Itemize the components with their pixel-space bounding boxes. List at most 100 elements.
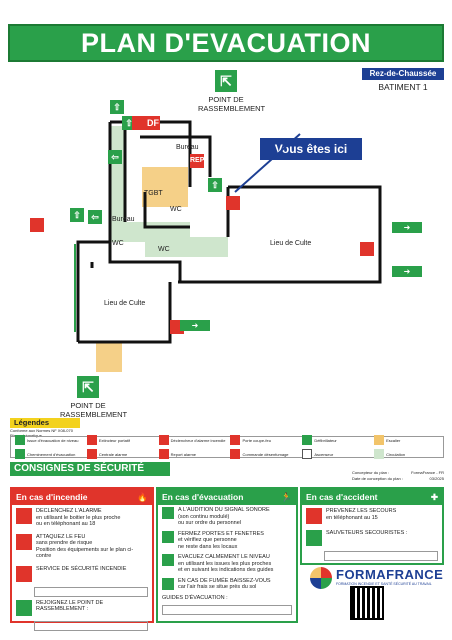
fire-door-icon bbox=[230, 435, 241, 445]
brand: FORMAFRANCE FORMATION INCENDIE ET SANTÉ … bbox=[310, 567, 444, 586]
exit-sign: ⇦ bbox=[88, 210, 102, 224]
instruction-row: SAUVETEURS SECOURISTES : bbox=[302, 527, 442, 549]
assembly-point-top: ⇱ POINT DE RASSEMBLEMENT bbox=[198, 70, 266, 113]
brand-name: FORMAFRANCE bbox=[336, 567, 444, 582]
alarm-icon bbox=[158, 435, 169, 445]
panel-header: En cas d'incendie🔥 bbox=[12, 489, 152, 505]
legend-item: Porte coupe-feu bbox=[230, 435, 298, 445]
legend: Issue d'évacuation de niveau Extincteur … bbox=[10, 435, 444, 459]
assembly-point-bottom: ⇱ POINT DE RASSEMBLEMENT bbox=[60, 376, 128, 419]
legend-item: Commande désenfumage bbox=[230, 449, 298, 459]
rep-sign: REP bbox=[190, 154, 204, 168]
panel-accident: En cas d'accident✚ PREVENEZ LES SECOURS … bbox=[300, 487, 444, 565]
room-label: Lieu de Culte bbox=[104, 300, 146, 307]
legend-item: Extincteur portatif bbox=[86, 435, 155, 445]
exit-sign: ⇧ bbox=[208, 178, 222, 192]
legend-item: Report alarme bbox=[158, 449, 227, 459]
instruction-row: FERMEZ PORTES ET FENETRES et vérifiez qu… bbox=[158, 529, 296, 553]
legend-item: Centrale alarme bbox=[86, 449, 155, 459]
door-icon bbox=[162, 530, 174, 543]
legend-item: Déclencheur d'alarme incendie bbox=[158, 435, 227, 445]
assembly-point-label: POINT DE RASSEMBLEMENT bbox=[198, 95, 266, 113]
room-label: TGBT bbox=[144, 190, 163, 197]
exit-arrow-right: ➜ bbox=[180, 320, 210, 331]
extinguisher-icon bbox=[86, 435, 97, 445]
you-are-here-label: Vous êtes ici bbox=[260, 138, 362, 160]
extinguisher-icon bbox=[226, 196, 240, 210]
exit-arrow-right: ➜ bbox=[392, 266, 422, 277]
circulation-zone bbox=[110, 222, 228, 257]
instruction-row: PREVENEZ LES SECOURS en téléphonant au 1… bbox=[302, 505, 442, 527]
phone-icon bbox=[306, 508, 322, 524]
alarm-icon bbox=[16, 508, 32, 524]
panel-incendie: En cas d'incendie🔥 DECLENCHEZ L'ALARME e… bbox=[10, 487, 154, 631]
assembly-point-icon: ⇱ bbox=[77, 376, 99, 398]
floor-badge: Rez-de-Chaussée bbox=[362, 68, 444, 80]
panel-header: En cas d'accident✚ bbox=[302, 489, 442, 505]
panel-header: En cas d'évacuation🏃 bbox=[158, 489, 296, 505]
room-label: WC bbox=[158, 246, 170, 253]
building-label: BATIMENT 1 bbox=[378, 82, 428, 92]
room-label: Bureau bbox=[112, 216, 135, 223]
stairs-top bbox=[142, 167, 188, 207]
legend-subtitle: Conforme aux Normes NF X08-070 Plan sché… bbox=[10, 428, 73, 438]
assembly-point-icon bbox=[16, 599, 32, 616]
rescuer-icon bbox=[306, 530, 322, 546]
alarm-central-icon bbox=[86, 449, 97, 459]
first-aid-icon: ✚ bbox=[430, 492, 438, 502]
exit-icon bbox=[162, 554, 174, 566]
instruction-row: EN CAS DE FUMÉE BAISSEZ-VOUS car l'air f… bbox=[158, 576, 296, 593]
you-are-here-pointer bbox=[234, 133, 301, 193]
plan-meta: Concepteur du plan :FormaFrance - FR Dat… bbox=[352, 470, 444, 481]
extinguisher-icon bbox=[16, 533, 32, 550]
stairs-bottom bbox=[96, 342, 122, 372]
exit-sign: ⇧ bbox=[110, 100, 124, 114]
meta-row: Date de conception du plan :03/2025 bbox=[352, 475, 444, 481]
formafrance-logo-icon bbox=[310, 567, 332, 589]
write-in-field bbox=[34, 620, 148, 631]
exit-arrow-right: ➜ bbox=[392, 222, 422, 233]
room-label: Lieu de Culte bbox=[270, 240, 312, 247]
legend-item: Cheminement d'évacuation bbox=[15, 449, 83, 459]
legend-item: Ascenseur bbox=[302, 449, 370, 459]
room-label: WC bbox=[170, 206, 182, 213]
qr-code-icon bbox=[350, 586, 384, 620]
smoke-control-icon bbox=[230, 449, 241, 459]
extinguisher-icon bbox=[360, 242, 374, 256]
instruction-row: REJOIGNEZ LE POINT DE RASSEMBLEMENT : bbox=[12, 597, 152, 619]
title-bar: PLAN D'EVACUATION bbox=[8, 24, 444, 62]
elevator-icon bbox=[302, 449, 313, 459]
instruction-row: A L'AUDITION DU SIGNAL SONORE (son conti… bbox=[158, 505, 296, 529]
consignes-title: CONSIGNES DE SÉCURITÉ bbox=[10, 462, 170, 476]
panel-evacuation: En cas d'évacuation🏃 A L'AUDITION DU SIG… bbox=[156, 487, 298, 623]
phone-icon bbox=[16, 565, 32, 582]
legend-item: Escalier bbox=[374, 435, 433, 445]
meta-row: Concepteur du plan :FormaFrance - FR bbox=[352, 470, 444, 475]
instruction-row: ATTAQUEZ LE FEU sans prendre de risque P… bbox=[12, 531, 152, 563]
df-sign: DF bbox=[146, 116, 160, 130]
brand-tagline: FORMATION INCENDIE ET SANTÉ SÉCURITÉ AU … bbox=[336, 582, 432, 586]
exit-sign: ⇧ bbox=[70, 208, 84, 222]
alarm-report-icon bbox=[158, 449, 169, 459]
exit-icon bbox=[15, 435, 25, 445]
legend-item: Défibrillateur bbox=[302, 435, 370, 445]
running-man-icon: 🏃 bbox=[281, 492, 292, 502]
exit-sign: ⇦ bbox=[108, 150, 122, 164]
write-in-field bbox=[162, 605, 292, 615]
alarm-sound-icon bbox=[162, 507, 174, 519]
stairs-icon bbox=[374, 435, 385, 445]
smoke-icon bbox=[162, 577, 174, 590]
write-in-field bbox=[34, 586, 148, 597]
instruction-row: SERVICE DE SÉCURITÉ INCENDIE bbox=[12, 563, 152, 585]
assembly-point-icon: ⇱ bbox=[215, 70, 237, 92]
path-icon bbox=[15, 449, 25, 459]
page-title: PLAN D'EVACUATION bbox=[81, 27, 371, 58]
instruction-row: DECLENCHEZ L'ALARME en utilisant le boit… bbox=[12, 505, 152, 531]
fire-icon: 🔥 bbox=[137, 492, 148, 502]
extinguisher-icon bbox=[132, 116, 146, 130]
assembly-point-label: POINT DE RASSEMBLEMENT bbox=[60, 401, 128, 419]
defibrillator-icon bbox=[302, 435, 313, 445]
extinguisher-icon bbox=[30, 218, 44, 232]
legend-item: Circulation bbox=[374, 449, 433, 459]
room-label: Bureau bbox=[176, 144, 199, 151]
